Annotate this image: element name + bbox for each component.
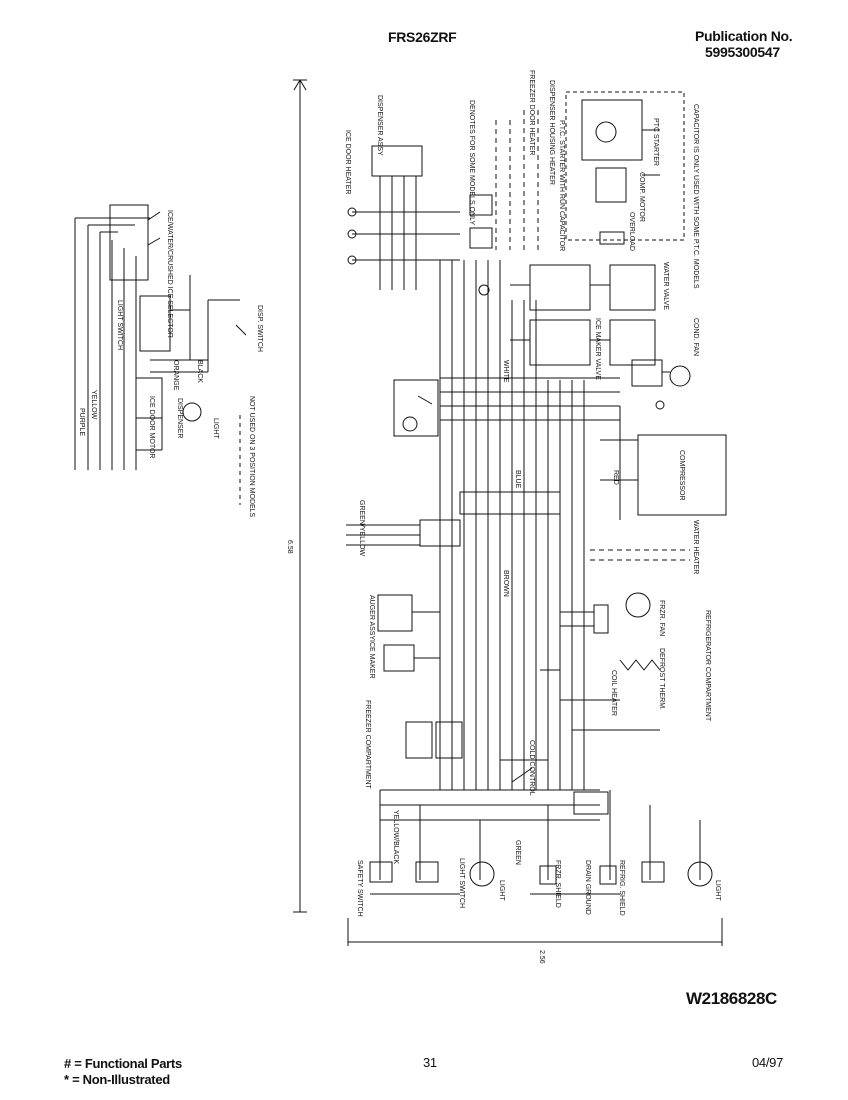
label-cold-control: COLD CONTROL	[528, 740, 535, 796]
label-comp-motor: COMP. MOTOR	[638, 172, 645, 222]
label-capacitor-note: CAPACITOR IS ONLY USED WITH SOME P.T.C. …	[692, 104, 699, 289]
freezer-door-heater	[495, 110, 539, 250]
label-drain-ground: DRAIN GROUND	[584, 860, 591, 915]
label-light-bottom-right: LIGHT	[714, 880, 721, 901]
label-compressor: COMPRESSOR	[678, 450, 685, 501]
compressor-box	[600, 434, 727, 516]
freezer-fan	[560, 592, 651, 634]
label-safety-switch: SAFETY SWITCH	[356, 860, 363, 917]
label-defrost-therm: DEFROST THERM.	[658, 648, 665, 710]
label-auger-assy: AUGER ASSY	[368, 595, 375, 640]
label-overload: OVERLOAD	[628, 212, 635, 251]
label-denotes-some-models: DENOTES FOR SOME MODELS ONLY	[468, 100, 475, 225]
diagram-code: W2186828C	[686, 989, 777, 1008]
page-number: 31	[423, 1055, 437, 1070]
label-wire-orange: ORANGE	[172, 360, 179, 391]
label-ice-maker: ICE MAKER	[368, 640, 375, 679]
label-frzr-fan: FRZR. FAN	[658, 600, 665, 636]
publication-label: Publication No.	[695, 28, 793, 44]
label-ice-water-selector: ICE/WATER/CRUSHED ICE SELECTOR	[166, 210, 173, 338]
label-wire-black: BLACK	[196, 360, 203, 383]
label-wire-red: RED	[612, 470, 619, 485]
water-valve-bank	[478, 264, 656, 366]
label-cond-fan: COND. FAN	[692, 318, 699, 356]
label-water-valve: WATER VALVE	[662, 262, 669, 310]
condenser-fan	[631, 359, 691, 410]
legend-non-illustrated: * = Non-Illustrated	[64, 1072, 170, 1087]
label-freezer-door-heater: FREEZER DOOR HEATER	[528, 70, 535, 155]
label-coil-heater: COIL HEATER	[610, 670, 617, 716]
label-water-heater: WATER HEATER	[692, 520, 699, 574]
water-heater	[590, 549, 690, 561]
ice-door-heater-block	[347, 145, 493, 290]
coil-heater	[540, 640, 661, 731]
selector-subschematic	[74, 204, 247, 505]
label-wire-blue: BLUE	[514, 470, 521, 489]
main-harness	[346, 260, 621, 790]
ice-maker	[377, 594, 440, 672]
label-light-left: LIGHT	[212, 418, 219, 439]
legend-functional: # = Functional Parts	[64, 1056, 182, 1071]
label-light-switch-left: LIGHT SWITCH	[116, 300, 123, 350]
publication-number: 5995300547	[705, 44, 780, 60]
bottom-devices	[369, 861, 713, 895]
label-wire-yellow: YELLOW	[90, 390, 97, 420]
label-wire-green: GREEN	[514, 840, 521, 865]
label-light-switch-bottom: LIGHT SWITCH	[458, 858, 465, 908]
height-dimension	[293, 79, 307, 913]
width-dimension	[347, 918, 723, 946]
label-width-dim: 2.56	[538, 950, 545, 964]
label-ptc-starter-note: P.T.C. STARTER WITH RUN CAPACITOR	[558, 120, 565, 251]
model-number: FRS26ZRF	[388, 29, 457, 45]
label-ptc-starter: PTC STARTER	[652, 118, 659, 166]
diagram-labels: 6.58 2.56 ICE/WATER/CRUSHED ICE SELECTOR…	[78, 70, 721, 964]
label-wire-white: WHITE	[502, 360, 509, 383]
label-not-used-note: NOT USED ON 3 POSITION MODELS	[248, 396, 255, 518]
label-refrigerator-compartment: REFRIGERATOR COMPARTMENT	[704, 610, 711, 722]
label-ice-door-heater: ICE DOOR HEATER	[344, 130, 351, 194]
freezer-connectors	[379, 721, 701, 880]
label-ice-door-motor: ICE DOOR MOTOR	[148, 396, 155, 458]
label-wire-purple: PURPLE	[78, 408, 85, 436]
label-wire-yel-blk: YELLOW/BLACK	[392, 810, 399, 864]
label-wire-brown: BROWN	[502, 570, 509, 597]
label-wire-grn-yel: GREEN/YELLOW	[358, 500, 365, 556]
label-dispenser-assy: DISPENSER ASSY	[376, 95, 383, 156]
label-height-dim: 6.58	[286, 540, 293, 554]
date: 04/97	[752, 1055, 784, 1070]
label-dispenser-housing-heater: DISPENSER HOUSING HEATER	[548, 80, 555, 185]
label-ice-maker-valve: ICE MAKER VALVE	[594, 318, 601, 380]
label-light-bottom-left: LIGHT	[498, 880, 505, 901]
ptc-starter-assembly	[565, 91, 685, 245]
label-frzr-shield: FRZR. SHIELD	[554, 860, 561, 908]
defrost-timer	[393, 379, 439, 437]
label-refrig-shield: REFRIG. SHIELD	[618, 860, 625, 916]
label-disp-switch: DISP. SWITCH	[256, 305, 263, 352]
label-dispenser: DISPENSER	[176, 398, 183, 438]
label-freezer-compartment: FREEZER COMPARTMENT	[364, 700, 371, 790]
